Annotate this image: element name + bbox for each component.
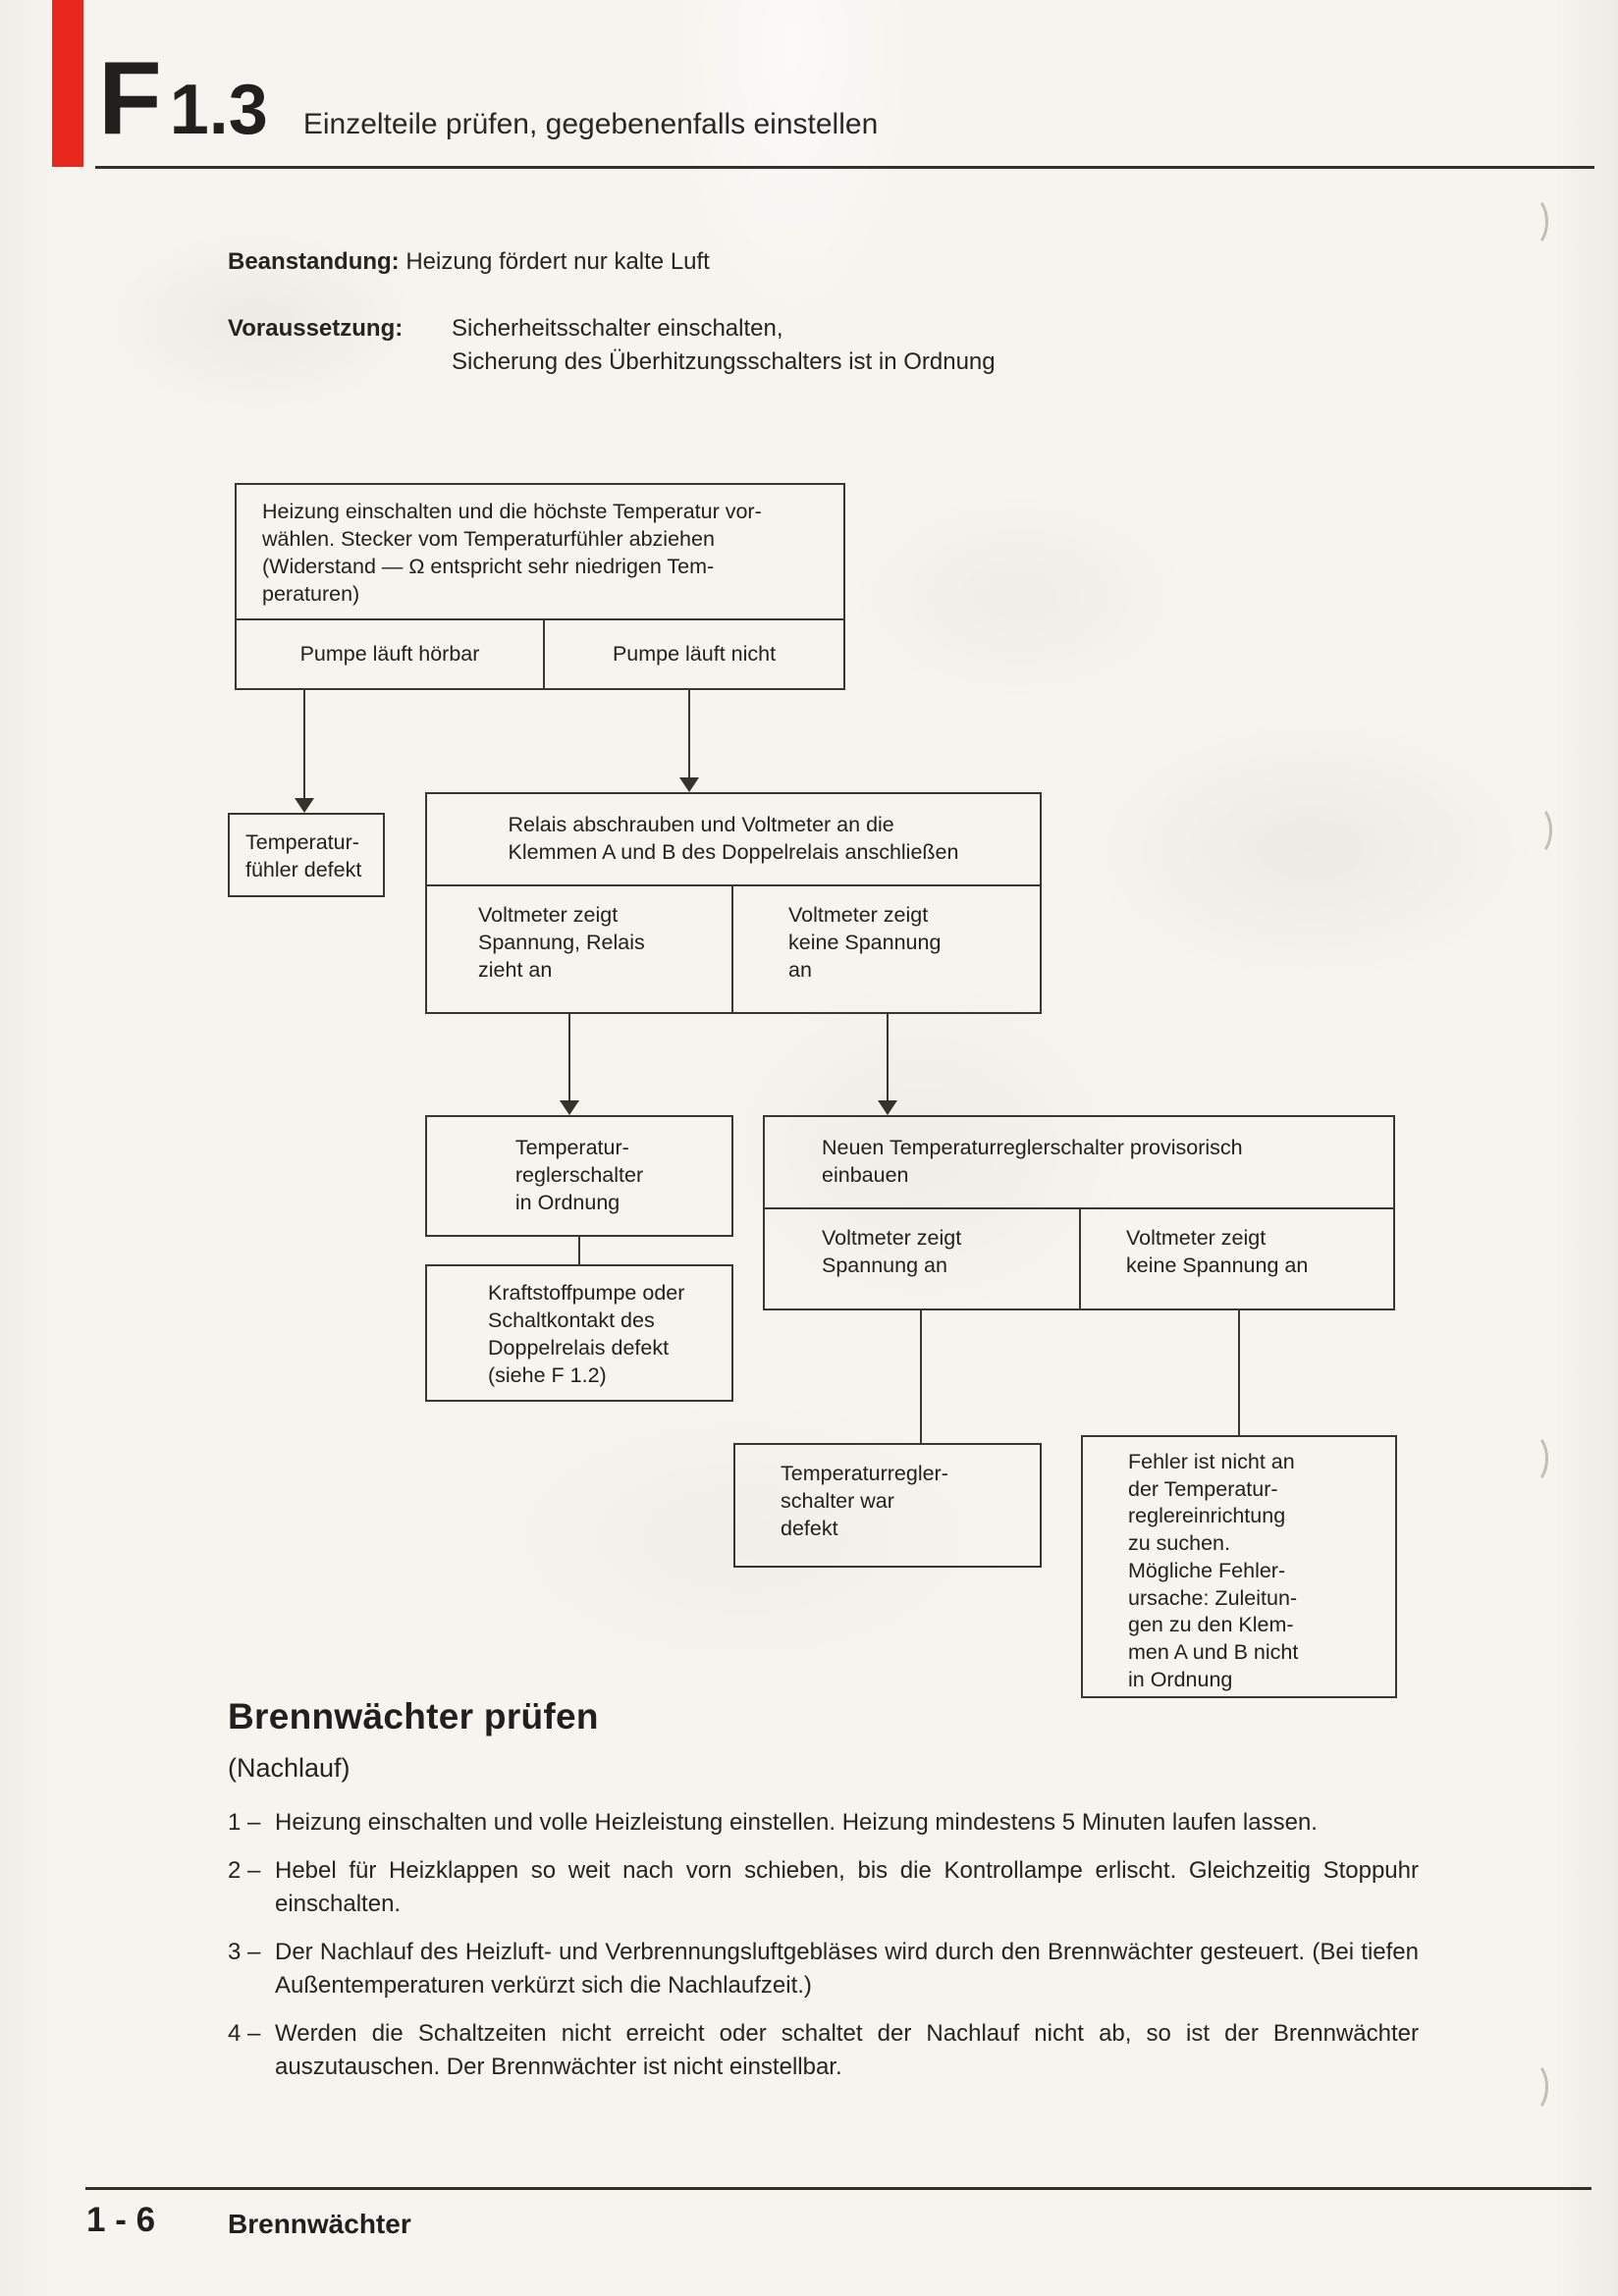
flow-arrowhead-down <box>878 1100 897 1115</box>
list-item-text: Werden die Schaltzeiten nicht erreicht o… <box>275 2020 1419 2080</box>
page-number: 1 - 6 <box>86 2201 156 2239</box>
list-item-text: Der Nachlauf des Heizluft- und Verbrennu… <box>275 1939 1419 1999</box>
complaint-line: Beanstandung: Heizung fördert nur kalte … <box>228 245 710 279</box>
flow-arrow-line <box>887 1012 889 1100</box>
flow-box-sensor-defective: Temperatur- fühler defekt <box>228 813 385 897</box>
list-item-number: 1 – <box>228 1809 261 1836</box>
page-header: F 1.3 Einzelteile prüfen, gegebenenfalls… <box>98 40 879 156</box>
flow-cell-voltmeter2-voltage: Voltmeter zeigt Spannung an <box>763 1207 1081 1310</box>
section-color-tab <box>52 0 83 167</box>
scan-curl-mark <box>1517 1433 1548 1484</box>
flow-connector-line <box>920 1308 922 1445</box>
flow-arrow-line <box>688 688 690 778</box>
flow-cell-voltmeter-no-voltage: Voltmeter zeigt keine Spannung an <box>731 884 1042 1014</box>
precondition-line2: Sicherung des Überhitzungsschalters ist … <box>452 348 996 375</box>
instruction-list: 1 – Heizung einschalten und volle Heizle… <box>228 1806 1419 2099</box>
flow-arrowhead-down <box>560 1100 579 1115</box>
section-code-letter: F <box>98 40 162 156</box>
list-item: 1 – Heizung einschalten und volle Heizle… <box>228 1806 1419 1840</box>
scan-curl-mark <box>1521 805 1552 856</box>
complaint-label: Beanstandung: <box>228 248 400 275</box>
precondition-label: Voraussetzung: <box>228 315 404 342</box>
flow-box-fault-elsewhere: Fehler ist nicht an der Temperatur- regl… <box>1081 1435 1397 1698</box>
list-item-number: 3 – <box>228 1939 261 1965</box>
footer-rule <box>85 2187 1591 2190</box>
list-item: 2 – Hebel für Heizklappen so weit nach v… <box>228 1854 1419 1921</box>
flow-arrow-line <box>568 1012 570 1100</box>
scan-curl-mark <box>1517 196 1548 247</box>
complaint-text: Heizung fördert nur kalte Luft <box>405 248 710 275</box>
section-code-number: 1.3 <box>169 71 268 149</box>
flow-cell-voltmeter2-no-voltage: Voltmeter zeigt keine Spannung an <box>1079 1207 1395 1310</box>
flow-arrow-line <box>303 688 305 798</box>
flow-box-install-new-regulator: Neuen Temperaturreglerschalter provisori… <box>763 1115 1395 1209</box>
flow-cell-voltmeter-voltage: Voltmeter zeigt Spannung, Relais zieht a… <box>425 884 733 1014</box>
flow-box-relay-instruction: Relais abschrauben und Voltmeter an die … <box>425 792 1042 886</box>
list-item-text: Heizung einschalten und volle Heizleistu… <box>275 1809 1318 1836</box>
precondition-line1: Sicherheitsschalter einschalten, <box>452 315 783 342</box>
flow-cell-pump-silent: Pumpe läuft nicht <box>543 618 845 690</box>
flow-arrowhead-down <box>679 777 699 792</box>
list-item-text: Hebel für Heizklappen so weit nach vorn … <box>275 1857 1419 1917</box>
footer-chapter: Brennwächter <box>228 2209 411 2239</box>
flow-box-fuelpump-defective: Kraftstoffpumpe oder Schaltkontakt des D… <box>425 1264 733 1402</box>
header-rule <box>95 166 1594 169</box>
flow-box-start: Heizung einschalten und die höchste Temp… <box>235 483 845 620</box>
flow-connector-line <box>578 1235 580 1266</box>
list-item: 3 – Der Nachlauf des Heizluft- und Verbr… <box>228 1936 1419 2002</box>
flow-connector-line <box>1238 1308 1240 1437</box>
section-subheading: (Nachlauf) <box>228 1753 351 1783</box>
list-item: 4 – Werden die Schaltzeiten nicht erreic… <box>228 2017 1419 2084</box>
list-item-number: 2 – <box>228 1857 261 1884</box>
list-item-number: 4 – <box>228 2020 261 2047</box>
scan-curl-mark <box>1517 2061 1548 2112</box>
flow-cell-pump-audible: Pumpe läuft hörbar <box>235 618 545 690</box>
flow-box-regulator-ok: Temperatur- reglerschalter in Ordnung <box>425 1115 733 1237</box>
precondition-line: Voraussetzung: Sicherheitsschalter einsc… <box>228 312 996 379</box>
page-title: Einzelteile prüfen, gegebenenfalls einst… <box>302 108 879 140</box>
flow-box-regulator-was-defective: Temperaturregler- schalter war defekt <box>733 1443 1042 1568</box>
flow-arrowhead-down <box>295 798 314 813</box>
section-heading: Brennwächter prüfen <box>228 1696 599 1736</box>
precondition-text: Sicherheitsschalter einschalten, Sicheru… <box>452 312 996 379</box>
